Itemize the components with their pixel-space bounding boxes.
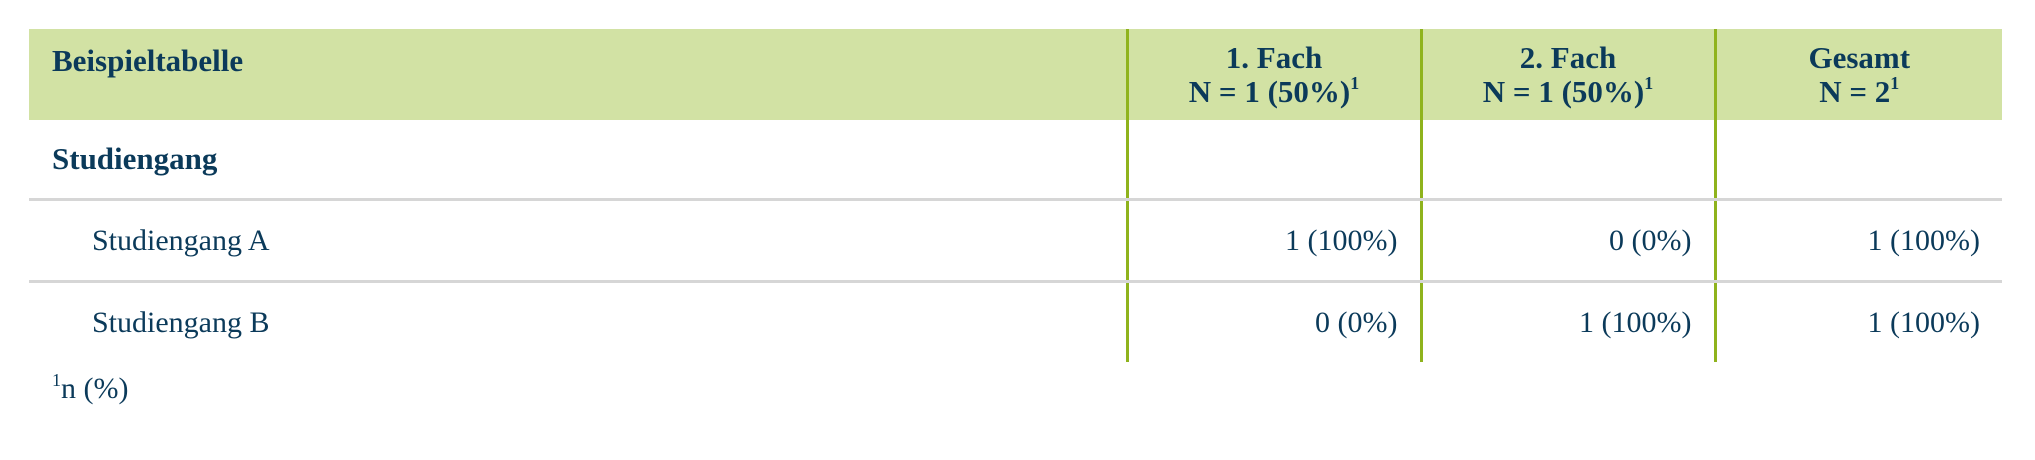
- column-title: 1. Fach: [1225, 40, 1323, 75]
- column-header-total: Gesamt N = 21: [1713, 29, 2002, 120]
- table-cell: 1 (100%): [1419, 281, 1715, 362]
- summary-table-container: Beispieltabelle 1. Fach N = 1 (50%)1 2. …: [29, 29, 2002, 362]
- footnote-marker: 1: [1644, 72, 1654, 93]
- footnote-marker: 1: [1350, 72, 1360, 93]
- column-header-first-subject: 1. Fach N = 1 (50%)1: [1125, 29, 1421, 120]
- footnote-marker: 1: [52, 370, 61, 390]
- table-cell-empty: [1125, 120, 1421, 201]
- table-cell: 0 (0%): [1419, 199, 1715, 283]
- row-label: Studiengang B: [92, 305, 270, 339]
- table-caption: Beispieltabelle: [52, 43, 244, 78]
- footnote-marker: 1: [1890, 72, 1900, 93]
- column-count: N = 1 (50%)1: [1482, 72, 1654, 109]
- row-label: Studiengang A: [29, 199, 1127, 283]
- table-cell-empty: [1419, 120, 1715, 201]
- summary-table: Beispieltabelle 1. Fach N = 1 (50%)1 2. …: [29, 29, 2002, 362]
- table-caption-header: Beispieltabelle: [29, 29, 1127, 120]
- table-cell: 1 (100%): [1713, 199, 2002, 283]
- table-row: Studiengang B 0 (0%) 1 (100%) 1 (100%): [29, 281, 2002, 362]
- table-cell: 1 (100%): [1125, 199, 1421, 283]
- column-count: N = 1 (50%)1: [1188, 72, 1360, 109]
- table-cell: 0 (0%): [1125, 281, 1421, 362]
- table-row: Studiengang A 1 (100%) 0 (0%) 1 (100%): [29, 199, 2002, 283]
- column-count: N = 21: [1819, 72, 1900, 109]
- table-footnote: 1n (%): [52, 370, 129, 406]
- column-title: 2. Fach: [1519, 40, 1617, 75]
- group-label: Studiengang: [29, 120, 1127, 201]
- column-title: Gesamt: [1808, 40, 1911, 75]
- table-cell-empty: [1713, 120, 2002, 201]
- table-header-row: Beispieltabelle 1. Fach N = 1 (50%)1 2. …: [29, 29, 2002, 120]
- column-header-second-subject: 2. Fach N = 1 (50%)1: [1419, 29, 1715, 120]
- footnote-text: n (%): [61, 372, 129, 405]
- table-cell: 1 (100%): [1713, 281, 2002, 362]
- table-group-row: Studiengang: [29, 120, 2002, 201]
